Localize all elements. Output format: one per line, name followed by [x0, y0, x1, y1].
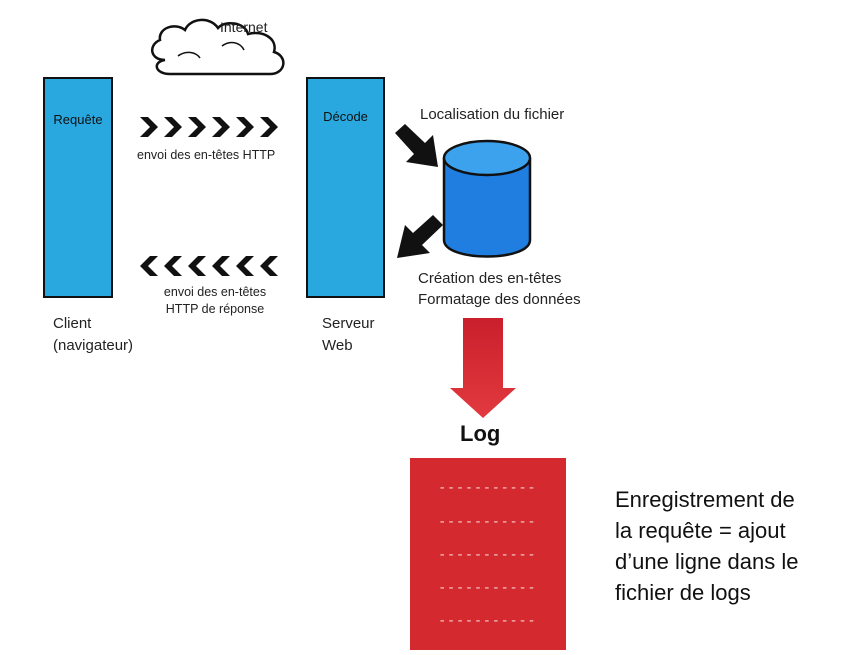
log-explanation-note: Enregistrement de la requête = ajout d’u…	[615, 484, 850, 608]
log-file-box: ----------- ----------- ----------- ----…	[410, 458, 566, 650]
log-title: Log	[460, 421, 501, 446]
response-chevrons	[140, 256, 278, 276]
creation-line2: Formatage des données	[418, 291, 581, 308]
file-location-label: Localisation du fichier	[420, 106, 565, 123]
note-line3: d’une ligne dans le	[615, 549, 799, 574]
file-cylinder-icon	[442, 139, 532, 258]
log-line: -----------	[438, 480, 537, 496]
arrow-to-file-icon	[395, 124, 438, 167]
log-line: -----------	[438, 547, 537, 563]
log-down-arrow-icon	[450, 318, 516, 418]
cloud-icon	[151, 18, 285, 76]
server-name-line1: Serveur	[322, 315, 375, 332]
response-flow-label-line1: envoi des en-têtes	[163, 285, 267, 299]
log-line: -----------	[438, 580, 537, 596]
log-line: -----------	[438, 514, 537, 530]
server-name: Serveur Web	[322, 313, 375, 357]
note-line4: fichier de logs	[615, 580, 751, 605]
note-line2: la requête = ajout	[615, 518, 786, 543]
creation-label: Création des en-têtes Formatage des donn…	[418, 268, 581, 310]
creation-line1: Création des en-têtes	[418, 270, 562, 287]
note-line1: Enregistrement de	[615, 487, 795, 512]
client-name: Client (navigateur)	[53, 313, 133, 357]
client-bar-label: Requête	[53, 112, 103, 127]
log-line: -----------	[438, 613, 537, 629]
arrow-from-file-icon	[397, 215, 443, 258]
request-flow-label: envoi des en-têtes HTTP	[137, 148, 276, 162]
client-name-line2: (navigateur)	[53, 337, 134, 354]
internet-label: Internet	[220, 19, 268, 35]
server-bar-label: Décode	[323, 109, 368, 124]
request-chevrons	[140, 117, 278, 137]
response-flow-label: envoi des en-têtes HTTP de réponse	[140, 284, 290, 318]
client-name-line1: Client	[53, 315, 92, 332]
server-bar: Décode	[306, 77, 385, 298]
response-flow-label-line2: HTTP de réponse	[165, 302, 265, 316]
client-bar: Requête	[43, 77, 113, 298]
server-name-line2: Web	[322, 337, 353, 354]
